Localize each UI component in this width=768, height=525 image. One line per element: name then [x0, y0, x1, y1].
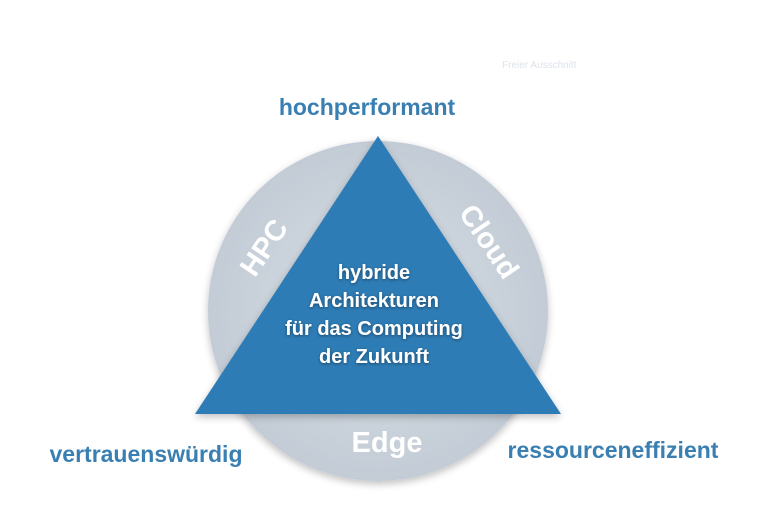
- center-line: der Zukunft: [319, 346, 429, 368]
- corner-label-right: ressourceneffizient: [508, 437, 719, 463]
- center-line: für das Computing: [285, 318, 463, 340]
- center-line: Architekturen: [309, 290, 439, 312]
- corner-label-left: vertrauenswürdig: [50, 441, 243, 467]
- center-text: hybride Architekturen für das Computing …: [285, 262, 463, 368]
- corner-label-top: hochperformant: [279, 94, 456, 120]
- center-triangle: [195, 136, 561, 414]
- watermark-text: Freier Ausschnitt: [502, 60, 577, 71]
- center-line: hybride: [338, 262, 410, 284]
- side-label-edge: Edge: [352, 427, 423, 459]
